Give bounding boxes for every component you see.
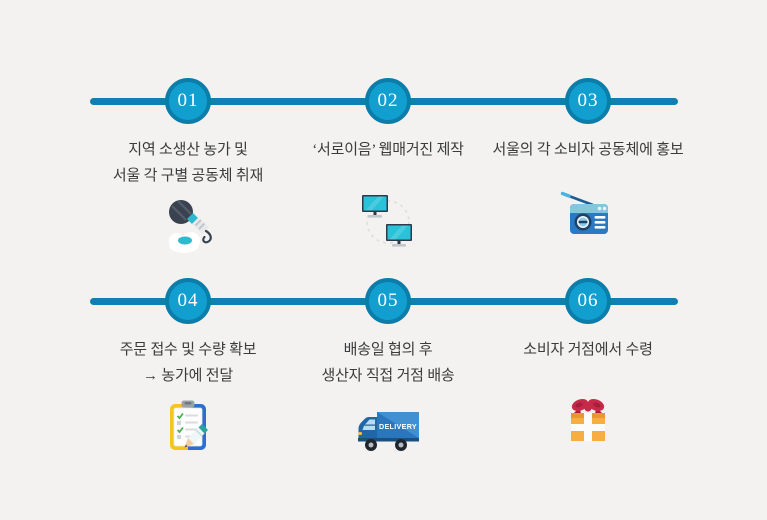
step-label-line: ‘서로이음’ 웹매거진 제작	[312, 142, 464, 158]
gift-box-icon	[556, 388, 620, 452]
step-number: 01	[177, 90, 199, 111]
step-label-line: 주문 접수 및 수량 확보	[119, 342, 257, 358]
step-02-label: ‘서로이음’ 웹매거진 제작	[238, 137, 538, 163]
step-03-badge: 03	[565, 78, 611, 124]
step-04-label: 주문 접수 및 수량 확보 → 농가에 전달	[38, 337, 338, 389]
step-02-badge: 02	[365, 78, 411, 124]
step-06-label: 소비자 거점에서 수령	[438, 337, 738, 363]
step-05-label: 배송일 협의 후 생산자 직접 거점 배송	[238, 337, 538, 389]
step-01-label: 지역 소생산 농가 및 서울 각 구별 공동체 취재	[38, 137, 338, 189]
truck-label: DELIVERY	[379, 422, 417, 431]
step-label-line: 배송일 협의 후	[343, 342, 433, 358]
step-label-line: 서울 각 구별 공동체 취재	[112, 168, 264, 184]
step-number: 05	[377, 290, 399, 311]
monitors-network-icon	[356, 190, 420, 254]
step-number: 04	[177, 290, 199, 311]
step-label-line: → 농가에 전달	[143, 368, 233, 384]
step-number: 03	[577, 90, 599, 111]
step-03-label: 서울의 각 소비자 공동체에 홍보	[438, 137, 738, 163]
step-label-line: 지역 소생산 농가 및	[128, 142, 248, 158]
checklist-clipboard-icon	[156, 394, 220, 458]
step-label-line: 소비자 거점에서 수령	[523, 342, 653, 358]
step-number: 06	[577, 290, 599, 311]
step-label-line: 생산자 직접 거점 배송	[321, 368, 455, 384]
delivery-truck-icon: DELIVERY	[352, 398, 424, 462]
step-number: 02	[377, 90, 399, 111]
radio-icon	[556, 188, 620, 252]
step-label-line: 서울의 각 소비자 공동체에 홍보	[492, 142, 684, 158]
step-01-badge: 01	[165, 78, 211, 124]
step-04-badge: 04	[165, 278, 211, 324]
step-06-badge: 06	[565, 278, 611, 324]
step-05-badge: 05	[365, 278, 411, 324]
microphone-icon	[156, 194, 220, 258]
